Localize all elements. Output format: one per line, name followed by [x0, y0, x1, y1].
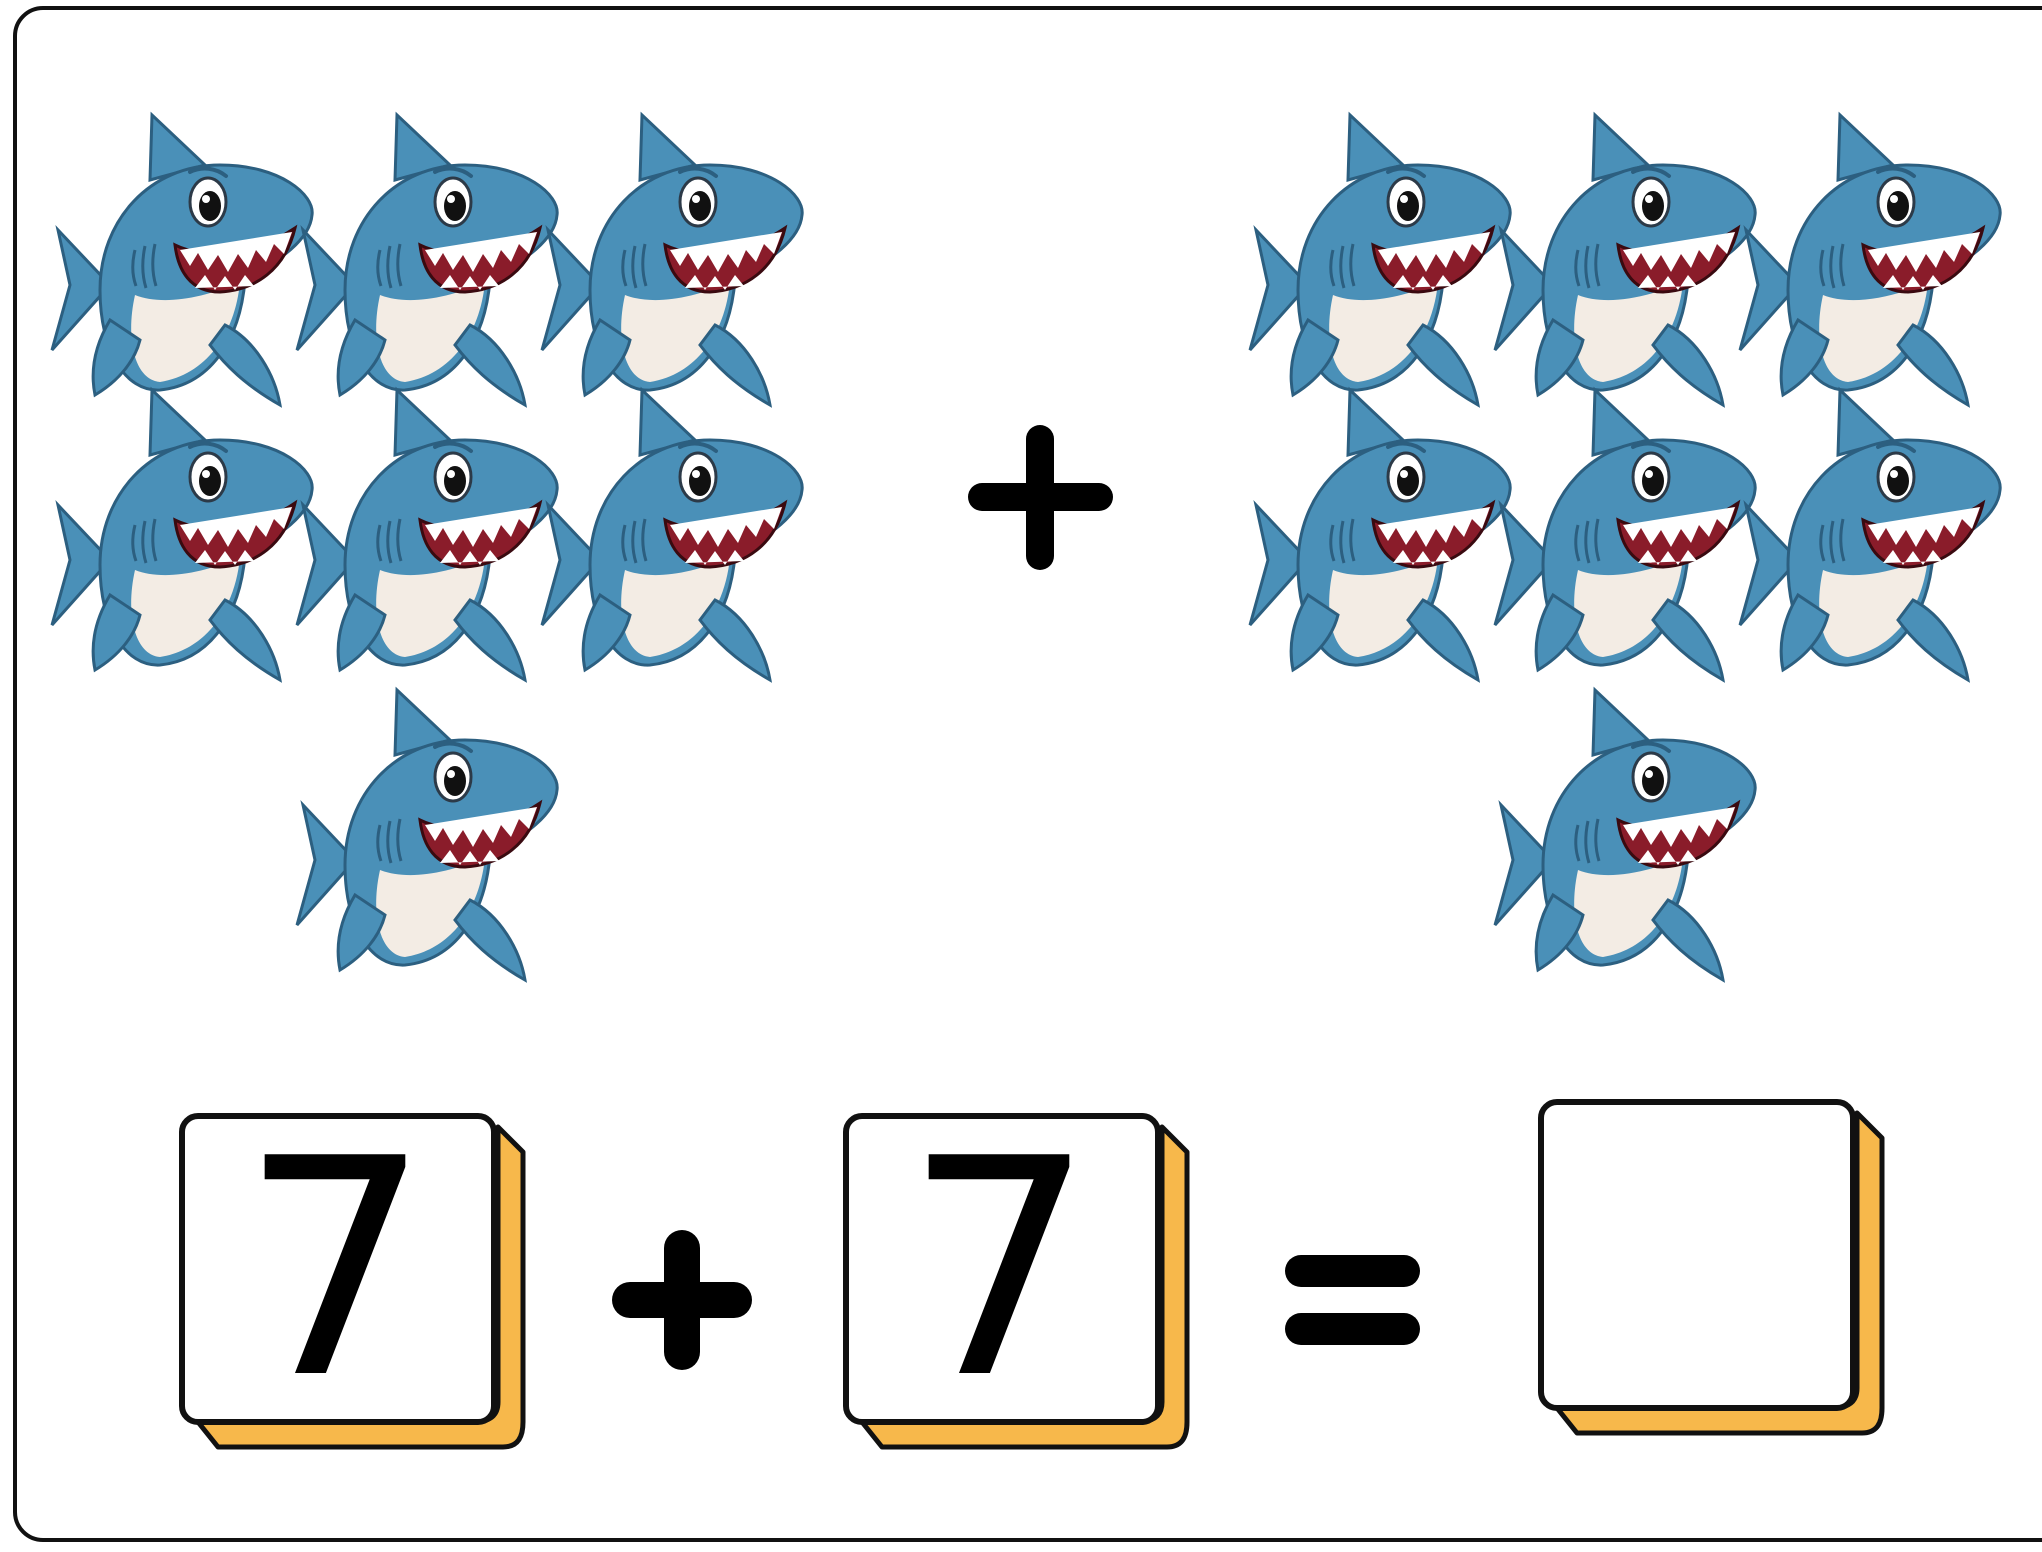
shark-icon	[1483, 110, 1763, 407]
group-plus-sign	[968, 425, 1113, 570]
second-addend-box: 7	[842, 1112, 1187, 1457]
answer-box[interactable]	[1537, 1098, 1882, 1443]
shark-icon	[1728, 385, 2008, 682]
equation-plus-sign	[612, 1230, 752, 1370]
second-addend-number: 7	[904, 1094, 1095, 1444]
shark-icon	[1483, 385, 1763, 682]
shark-icon	[40, 385, 320, 682]
shark-icon	[1238, 110, 1518, 407]
shark-icon	[40, 110, 320, 407]
shark-icon	[285, 685, 565, 982]
shark-icon	[285, 110, 565, 407]
answer-number	[1537, 1098, 1852, 1413]
shark-icon	[1238, 385, 1518, 682]
equals-sign	[1285, 1255, 1420, 1345]
shark-icon	[530, 110, 810, 407]
first-addend-number: 7	[240, 1094, 431, 1444]
shark-icon	[530, 385, 810, 682]
shark-icon	[1728, 110, 2008, 407]
shark-icon	[285, 385, 565, 682]
first-addend-box: 7	[178, 1112, 523, 1457]
shark-icon	[1483, 685, 1763, 982]
